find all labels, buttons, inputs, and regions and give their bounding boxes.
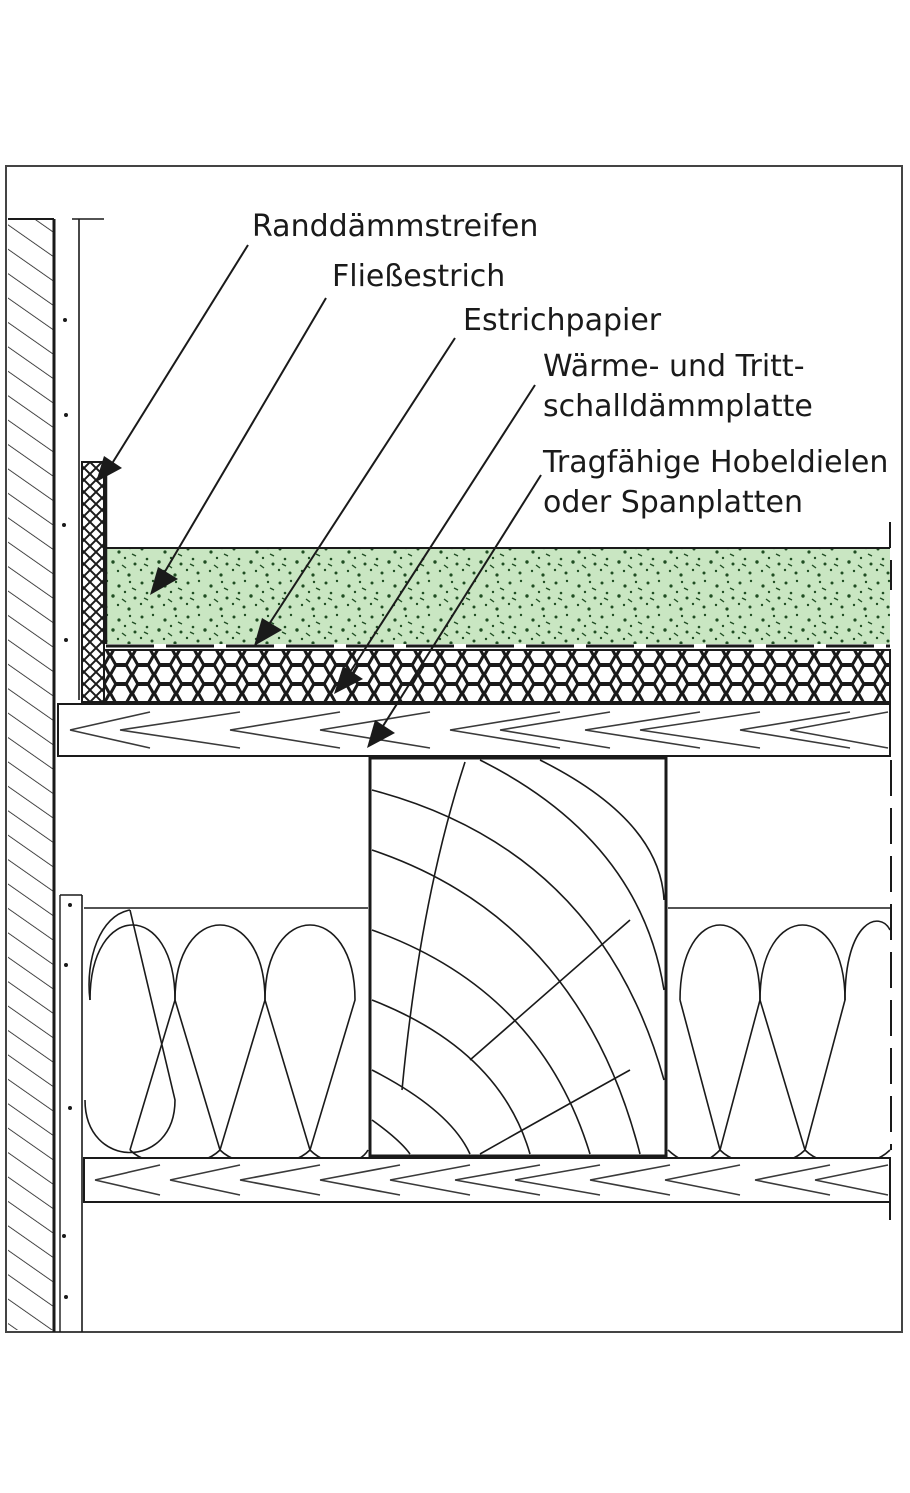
label-hobeldielen-line2: oder Spanplatten [543, 485, 803, 520]
label-hobeldielen-line1: Tragfähige Hobeldielen [542, 445, 888, 480]
label-fliessestrich: Fließestrich [332, 259, 505, 294]
bottom-boarding [83, 1157, 891, 1220]
label-waermedaemmplatte-line2: schalldämmplatte [543, 389, 813, 424]
mineral-wool-insulation-right [667, 907, 891, 1166]
screed-layer [104, 470, 892, 644]
labels: Randdämmstreifen Fließestrich Estrichpap… [252, 209, 888, 520]
wall-plaster [59, 218, 104, 1332]
label-waermedaemmplatte-line1: Wärme- und Tritt- [543, 349, 805, 384]
floorboards-top [57, 703, 891, 757]
label-estrichpapier: Estrichpapier [463, 303, 662, 338]
label-randdaemmstreifen: Randdämmstreifen [252, 209, 538, 244]
impact-sound-insulation-board [103, 649, 891, 703]
leader-arrows [96, 244, 542, 748]
edge-insulation-strip [81, 461, 105, 703]
mineral-wool-insulation-left [84, 907, 369, 1166]
wall-masonry [8, 218, 56, 1332]
timber-beam [368, 756, 668, 1158]
